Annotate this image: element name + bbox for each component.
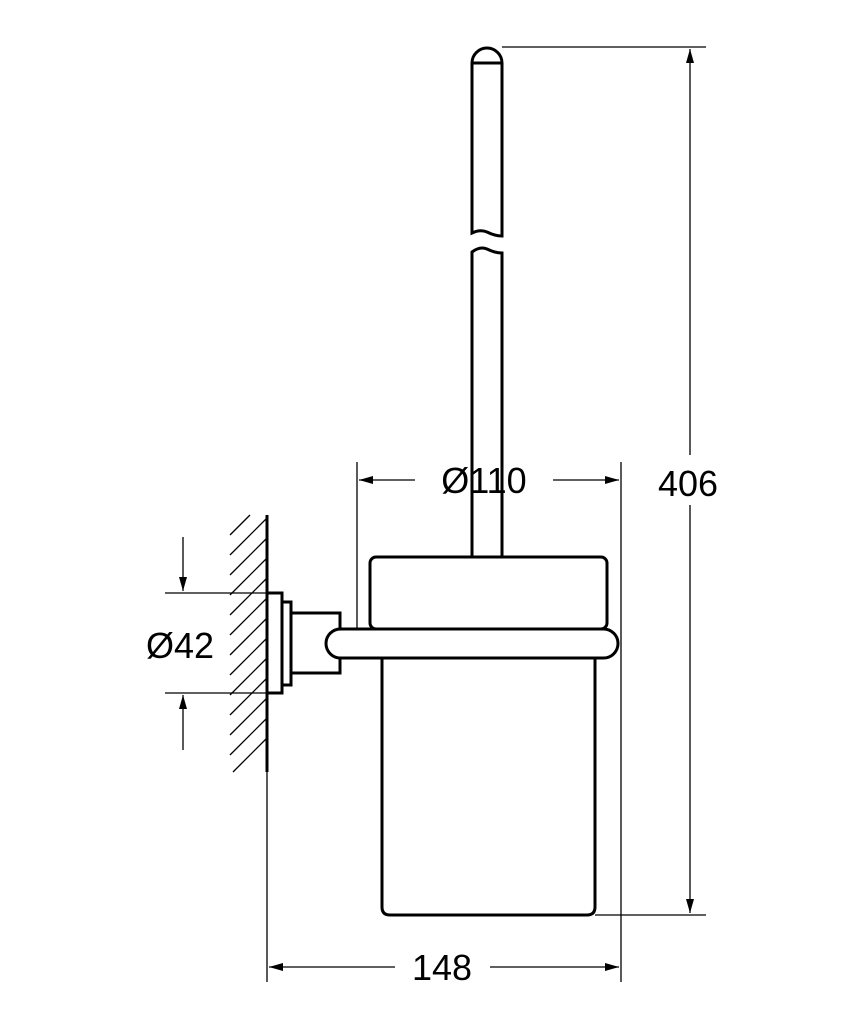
hatch-line bbox=[229, 617, 268, 656]
brush-handle bbox=[470, 46, 504, 556]
height-label: 406 bbox=[658, 463, 718, 504]
rosette-diameter-label: Ø42 bbox=[146, 625, 214, 666]
hatch-line bbox=[229, 514, 251, 536]
hatch-line bbox=[229, 657, 268, 696]
hatch-line bbox=[229, 517, 268, 556]
hatch-line bbox=[229, 697, 268, 736]
wall-hatching bbox=[229, 514, 269, 773]
dimension-cup-diameter: Ø110 bbox=[356, 460, 622, 982]
depth-label: 148 bbox=[412, 947, 472, 988]
hatch-line bbox=[229, 577, 268, 616]
dimension-depth: 148 bbox=[266, 772, 619, 988]
hatch-line bbox=[229, 717, 268, 756]
dimension-height: 406 bbox=[502, 46, 718, 916]
hatch-line bbox=[229, 537, 268, 576]
glass-cup bbox=[380, 658, 597, 917]
hatch-line bbox=[229, 637, 268, 676]
hatch-line bbox=[232, 737, 268, 773]
brush-holder-lid bbox=[368, 555, 609, 631]
hatch-line bbox=[229, 597, 268, 636]
dimension-rosette-diameter: Ø42 bbox=[146, 537, 267, 750]
hatch-line bbox=[229, 557, 268, 596]
hatch-line bbox=[229, 677, 268, 716]
holder-ring bbox=[324, 627, 620, 660]
cup-diameter-label: Ø110 bbox=[441, 460, 526, 501]
